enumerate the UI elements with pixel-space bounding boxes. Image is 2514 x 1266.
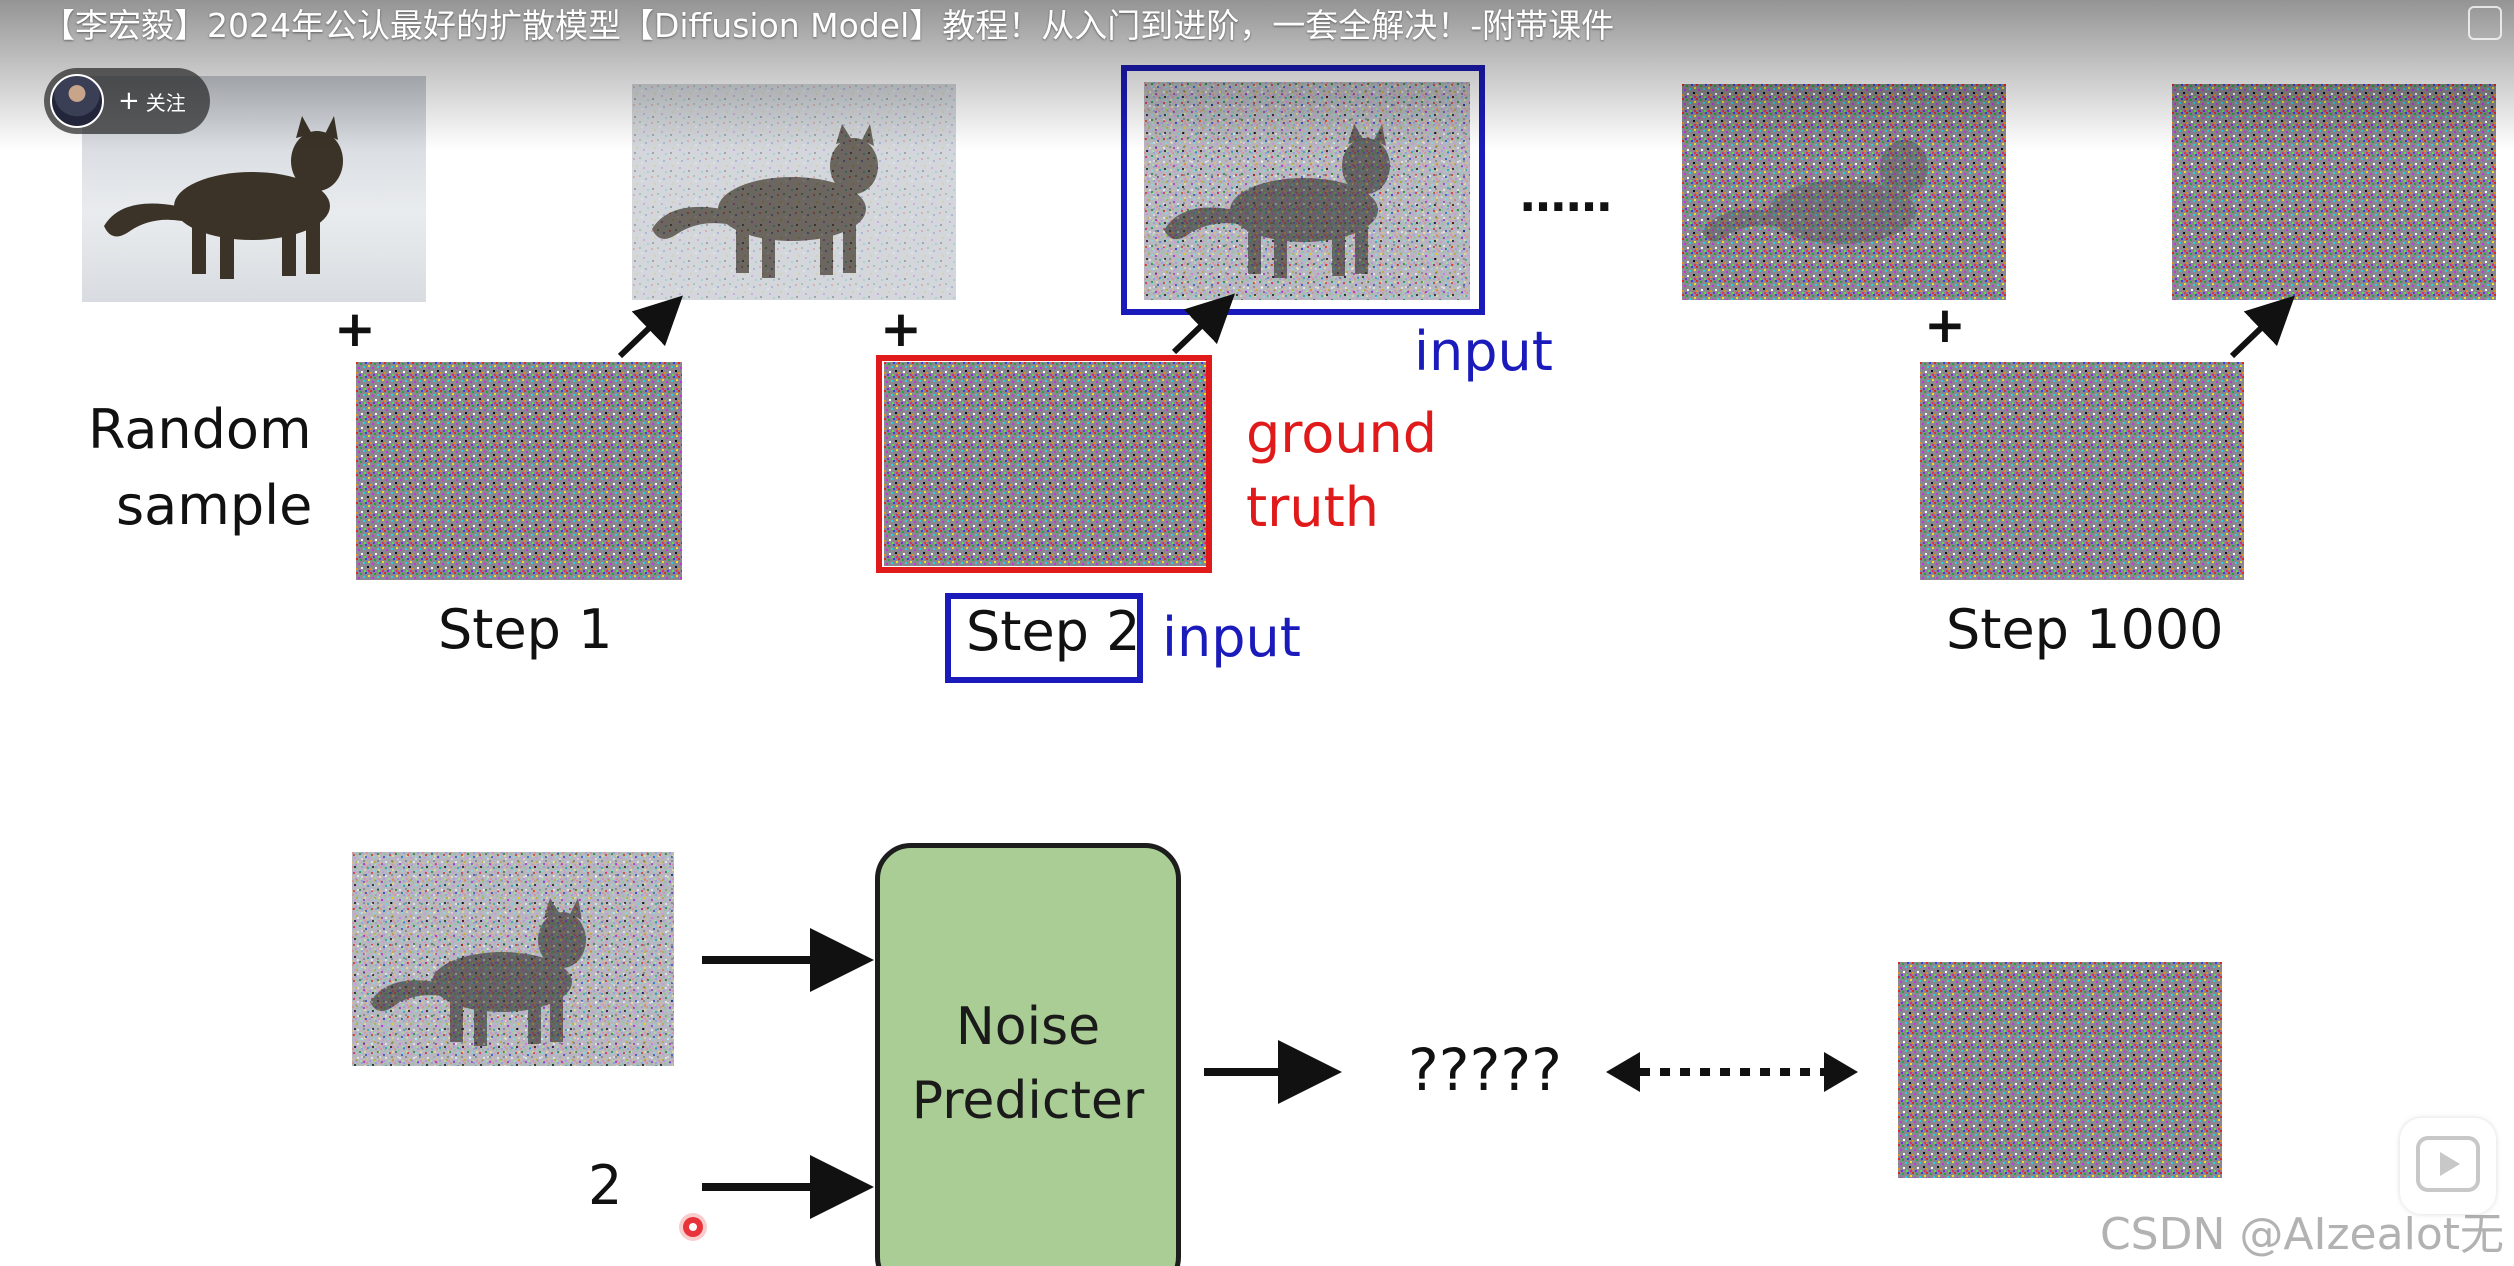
noise-predictor-label: Noise Predicter <box>875 990 1181 1138</box>
cat-svg <box>352 852 674 1066</box>
flag-icon[interactable] <box>2468 6 2502 40</box>
ground-truth-highlight-box <box>876 355 1212 573</box>
play-icon <box>2416 1136 2480 1192</box>
ground-truth-label-line2: truth <box>1246 476 1379 539</box>
plus-sign-step1000: + <box>1924 296 1966 354</box>
predictor-line2: Predicter <box>911 1071 1145 1131</box>
dashed-arrow-left-head <box>1606 1052 1640 1092</box>
step2-label: Step 2 <box>966 600 1141 663</box>
cat-svg <box>82 76 426 302</box>
arrow-step1-to-image <box>617 295 683 359</box>
step2-label-box <box>945 593 1143 683</box>
predicted-noise-target <box>1898 962 2222 1178</box>
ellipsis-text: …… <box>1520 168 1612 222</box>
input-label-step: input <box>1162 606 1301 669</box>
noisy-cat-input <box>352 852 674 1066</box>
plus-sign-step1: + <box>334 300 376 358</box>
noise-image-final <box>2172 84 2496 300</box>
follow-plus-icon: + <box>118 86 140 116</box>
noise-svg <box>2172 84 2496 300</box>
noise-svg <box>1920 362 2244 580</box>
noise-svg <box>356 362 682 580</box>
ground-truth-label-line1: ground <box>1246 402 1438 465</box>
laser-pointer-icon <box>683 1217 703 1237</box>
cat-svg <box>1682 84 2006 300</box>
predictor-line1: Noise <box>955 997 1101 1057</box>
random-sample-label-line2: sample <box>116 474 313 537</box>
uploader-avatar[interactable] <box>50 74 104 128</box>
noise-sample-step1 <box>356 362 682 580</box>
noise-sample-step2 <box>884 362 1206 566</box>
cat-image-step1 <box>632 84 956 300</box>
step1000-label: Step 1000 <box>1946 598 2224 661</box>
follow-button[interactable]: + 关注 <box>44 68 210 134</box>
step-number-input: 2 <box>588 1154 623 1217</box>
cat-svg <box>632 84 956 300</box>
play-button[interactable] <box>2400 1118 2496 1214</box>
follow-label: 关注 <box>145 90 186 115</box>
random-sample-label-line1: Random <box>88 398 312 461</box>
arrow-step2-to-image <box>1171 293 1235 355</box>
noise-predictor-box <box>875 843 1181 1266</box>
video-title: 【李宏毅】2024年公认最好的扩散模型【Diffusion Model】教程！从… <box>42 6 1615 45</box>
dashed-arrow-right-head <box>1824 1052 1858 1092</box>
cat-svg <box>1144 82 1470 300</box>
noise-svg <box>1898 962 2222 1178</box>
arrow-step1000-to-image <box>2229 295 2295 359</box>
plus-sign-step2: + <box>880 300 922 358</box>
title-overlay <box>0 0 2514 150</box>
cat-image-clean <box>82 76 426 302</box>
cat-image-step2 <box>1144 82 1470 300</box>
input-label-top: input <box>1414 320 1553 383</box>
unknown-output-text: ????? <box>1408 1036 1562 1104</box>
watermark-text: CSDN @AIzealot无 <box>2099 1209 2504 1260</box>
step1-label: Step 1 <box>438 598 613 661</box>
cat-image-noisy-late <box>1682 84 2006 300</box>
noise-svg <box>884 362 1206 566</box>
noise-sample-step1000 <box>1920 362 2244 580</box>
input-highlight-box <box>1121 65 1485 315</box>
